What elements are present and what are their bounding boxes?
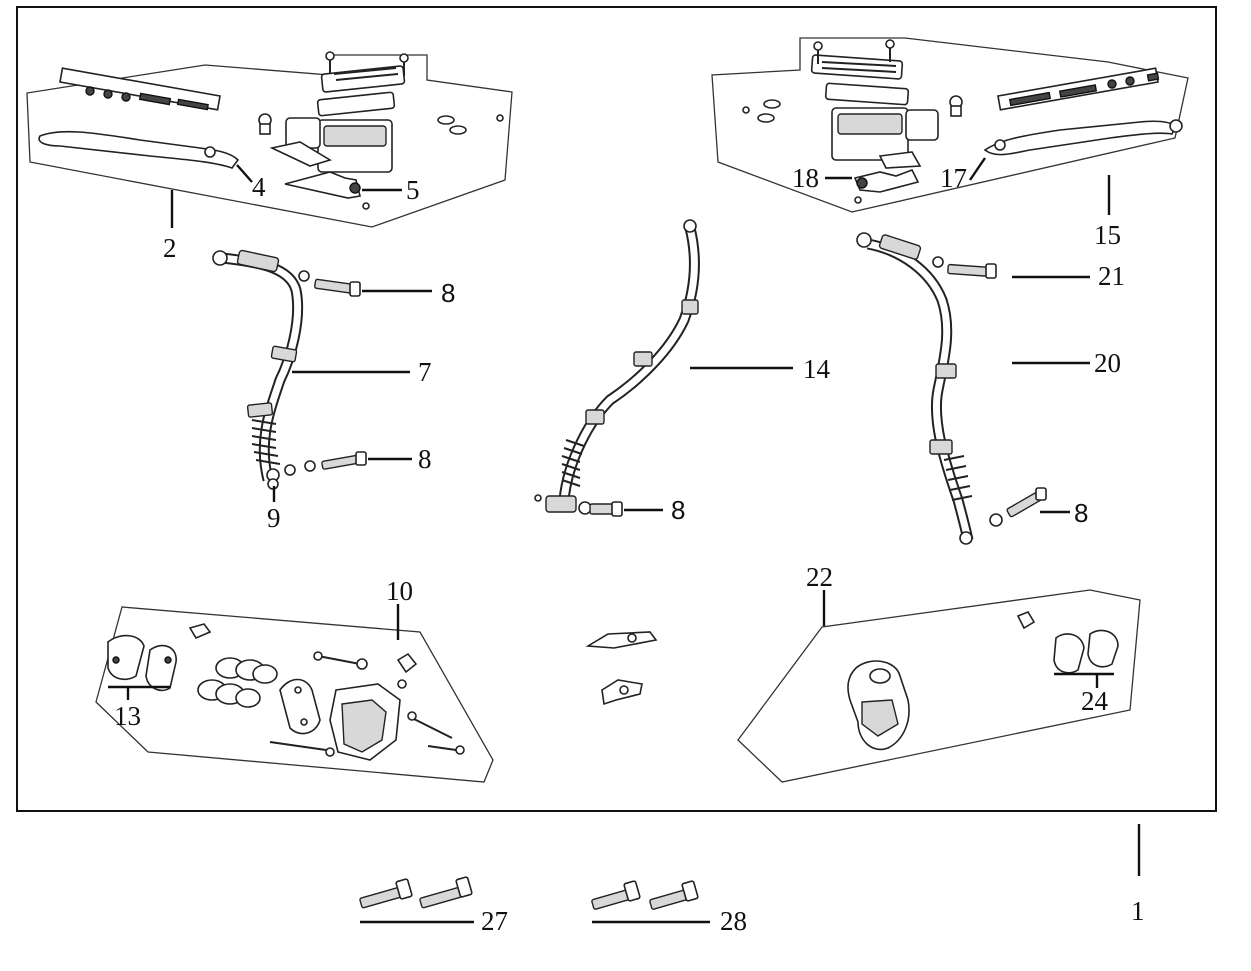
left-caliper-group xyxy=(95,606,494,783)
assembly-frame xyxy=(16,6,1217,812)
bolt-set-27 xyxy=(359,876,473,909)
callout-10: 10 xyxy=(386,576,413,606)
right-caliper-group xyxy=(737,589,1141,783)
callout-1: 1 xyxy=(1131,896,1145,926)
brake-hose-7 xyxy=(212,249,310,482)
callout-8-right: 8 xyxy=(1074,498,1088,528)
callout-5: 5 xyxy=(406,175,420,205)
callout-18: 18 xyxy=(792,163,819,193)
callout-28: 28 xyxy=(720,906,747,936)
brake-hose-20 xyxy=(856,232,1003,545)
callout-8-lower-left: 8 xyxy=(418,444,432,474)
banjo-bolt-lower-right xyxy=(1006,487,1047,518)
leader-17 xyxy=(969,157,986,181)
callout-14: 14 xyxy=(803,354,831,384)
callout-7: 7 xyxy=(418,357,432,387)
callout-15: 15 xyxy=(1094,220,1121,250)
banjo-bolt-upper-left xyxy=(314,278,361,297)
left-master-cylinder-group xyxy=(26,51,513,228)
callout-13: 13 xyxy=(114,701,141,731)
callout-17: 17 xyxy=(940,163,967,193)
banjo-bolt-lower-left xyxy=(304,451,367,472)
callout-27: 27 xyxy=(481,906,508,936)
callout-20: 20 xyxy=(1094,348,1121,378)
banjo-bolt-upper-right xyxy=(947,263,997,279)
callout-8-center: 8 xyxy=(671,495,685,525)
callout-21: 21 xyxy=(1098,261,1125,291)
bolt-set-28 xyxy=(591,880,699,910)
callout-22: 22 xyxy=(806,562,833,592)
callout-2: 2 xyxy=(163,233,177,263)
right-master-cylinder-group xyxy=(711,37,1189,213)
brake-hose-14 xyxy=(534,219,701,517)
leader-4 xyxy=(236,164,253,183)
callout-24: 24 xyxy=(1081,686,1109,716)
callout-9: 9 xyxy=(267,503,281,533)
callout-8-upper-left: 8 xyxy=(441,278,455,308)
callout-4: 4 xyxy=(252,172,266,202)
center-mounting-brackets xyxy=(585,631,658,706)
